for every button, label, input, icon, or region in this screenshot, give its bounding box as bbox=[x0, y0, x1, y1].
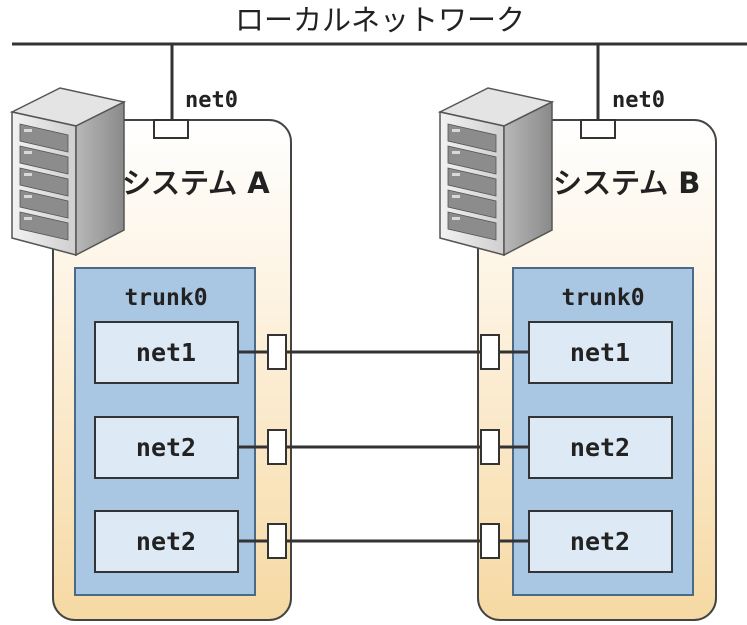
system-a: net0 システム A trunk0 ne bbox=[9, 44, 292, 621]
interface-b-2-label: net2 bbox=[570, 433, 630, 462]
interface-a-1-label: net1 bbox=[136, 338, 196, 367]
system-b: net0 システム B trunk0 ne bbox=[437, 44, 717, 621]
server-rack-icon bbox=[9, 87, 127, 257]
port-icon bbox=[480, 523, 500, 559]
interface-a-2 bbox=[94, 416, 239, 479]
interface-b-2 bbox=[528, 416, 673, 479]
interface-a-3-label: net2 bbox=[136, 527, 196, 556]
local-network-label: ローカルネットワーク bbox=[235, 3, 525, 37]
interface-b-1 bbox=[528, 321, 673, 384]
system-b-label: システム B bbox=[553, 166, 700, 200]
trunk-a-label: trunk0 bbox=[124, 285, 207, 311]
interface-a-1 bbox=[94, 321, 239, 384]
port-icon bbox=[480, 429, 500, 465]
port-icon bbox=[267, 429, 287, 465]
trunk-b-label: trunk0 bbox=[561, 285, 644, 311]
port-icon bbox=[267, 334, 287, 370]
port-icon bbox=[580, 119, 616, 139]
port-icon bbox=[480, 334, 500, 370]
interface-a-2-label: net2 bbox=[136, 433, 196, 462]
interface-b-3 bbox=[528, 510, 673, 573]
interface-b-3-label: net2 bbox=[570, 527, 630, 556]
uplink-label-b: net0 bbox=[612, 88, 665, 113]
port-icon bbox=[153, 119, 189, 139]
system-a-label: システム A bbox=[122, 166, 270, 200]
server-rack-icon bbox=[437, 87, 555, 257]
interface-a-3 bbox=[94, 510, 239, 573]
uplink-label-a: net0 bbox=[185, 88, 238, 113]
interface-b-1-label: net1 bbox=[570, 338, 630, 367]
port-icon bbox=[267, 523, 287, 559]
